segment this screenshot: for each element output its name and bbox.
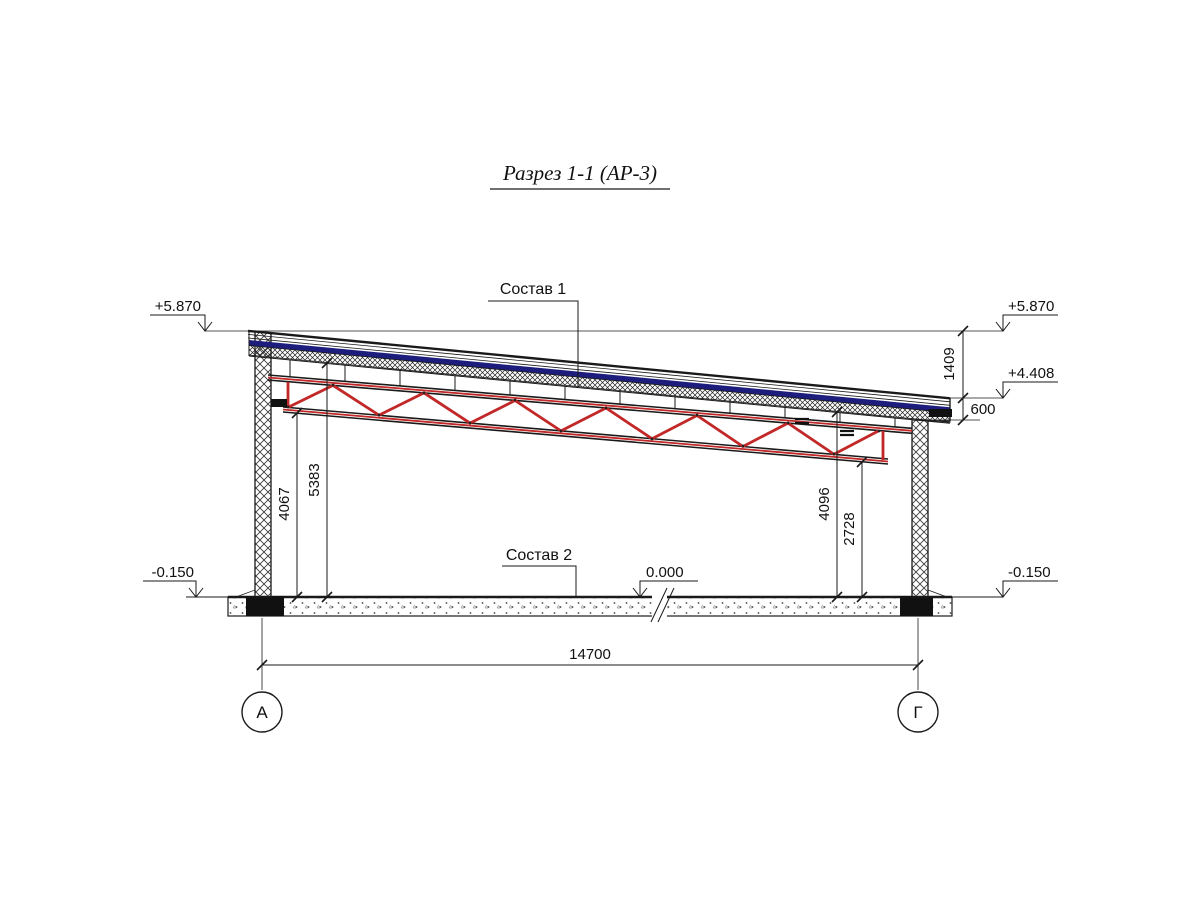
dim-600: 600 xyxy=(970,401,995,418)
floor-slab xyxy=(186,587,1003,623)
truss-bearing-left xyxy=(271,399,287,407)
break-symbol xyxy=(650,587,675,623)
purlin-ticks xyxy=(289,359,896,427)
elevation-mark-right-roof: +5.870 xyxy=(995,298,1058,332)
callout-composition1: Состав 1 xyxy=(488,281,579,388)
elevation-value: -0.150 xyxy=(151,564,194,581)
foundation-pad-right xyxy=(900,596,933,616)
callouts: Состав 1 Состав 2 xyxy=(488,281,579,596)
axis-bubble-left xyxy=(241,691,283,733)
elevation-marks: +5.870 +5.870 +4.408 -0.150 -0.150 xyxy=(143,298,1058,598)
roof-truss xyxy=(267,374,913,465)
dim-5383: 5383 xyxy=(306,463,323,496)
foundation-pad-left xyxy=(246,596,284,616)
drawing-title-block: Разрез 1-1 (АР-3) xyxy=(490,161,670,190)
drawing-title: Разрез 1-1 (АР-3) xyxy=(502,161,657,185)
dim-1409: 1409 xyxy=(941,347,958,380)
dim-14700: 14700 xyxy=(569,646,611,663)
axis-label-right: Г xyxy=(913,703,922,722)
callout-label: Состав 2 xyxy=(506,547,572,564)
splice-marks xyxy=(795,417,854,437)
elevation-mark-floor-datum: 0.000 xyxy=(632,564,698,598)
callout-composition2: Состав 2 xyxy=(502,547,577,596)
dim-4067: 4067 xyxy=(276,487,293,520)
dimension-lines: 1409 600 5383 4067 4096 2728 14700 xyxy=(205,325,1003,690)
gutter-detail xyxy=(929,409,952,417)
dim-4096: 4096 xyxy=(816,487,833,520)
elevation-value: +5.870 xyxy=(155,298,201,315)
dim-2728: 2728 xyxy=(841,512,858,545)
gusset-points xyxy=(286,383,881,456)
axis-bubble-right xyxy=(897,691,939,733)
bottom-chord xyxy=(282,408,889,463)
roof-package xyxy=(247,329,952,427)
wall-right xyxy=(911,419,929,598)
walls xyxy=(254,330,929,598)
callout-label: Состав 1 xyxy=(500,281,566,298)
elevation-mark-left-roof: +5.870 xyxy=(150,298,213,332)
elevation-mark-left-ground: -0.150 xyxy=(143,564,204,598)
roof-membrane-layer xyxy=(249,340,950,413)
elevation-mark-right-eave: +4.408 xyxy=(995,365,1058,399)
truss-web-diagonals xyxy=(287,383,880,456)
elevation-value: 0.000 xyxy=(646,564,684,581)
elevation-value: +4.408 xyxy=(1008,365,1054,382)
axis-grid: А Г xyxy=(241,691,939,733)
elevation-value: +5.870 xyxy=(1008,298,1054,315)
slab-break-gap xyxy=(652,593,667,620)
elevation-value: -0.150 xyxy=(1008,564,1051,581)
elevation-mark-right-ground: -0.150 xyxy=(995,564,1058,598)
wall-left xyxy=(254,330,272,598)
axis-label-left: А xyxy=(256,703,268,722)
